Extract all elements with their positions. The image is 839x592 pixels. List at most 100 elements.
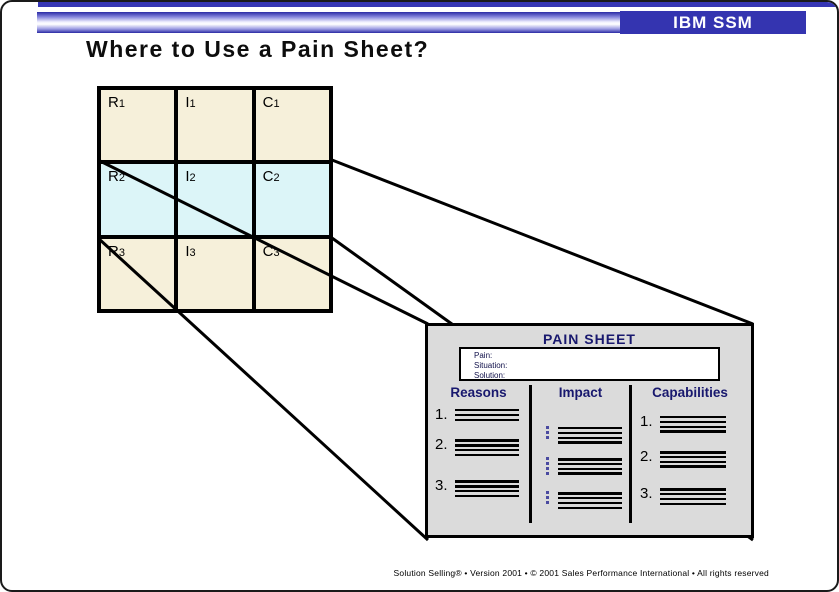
placeholder-line [660, 425, 726, 428]
placeholder-line [660, 455, 726, 459]
cell-subscript: 3 [189, 246, 196, 259]
cell-subscript: 1 [189, 98, 196, 110]
footer-copyright: Solution Selling® • Version 2001 • © 200… [393, 568, 769, 578]
placeholder-line [558, 497, 622, 500]
cell-letter: I [185, 94, 190, 111]
placeholder-line [455, 418, 519, 421]
item-number: 1. [640, 413, 653, 430]
placeholder-lines [455, 480, 519, 499]
dotted-ellipsis [546, 426, 549, 446]
pain-sheet-field-pain: Pain: [474, 351, 493, 360]
top-rule-bar [38, 2, 836, 7]
placeholder-line [455, 413, 519, 417]
column-header-capabilities: Capabilities [652, 385, 728, 400]
matrix-cell-i1: I1 [178, 90, 252, 161]
dotted-ellipsis [546, 457, 549, 477]
placeholder-line [660, 460, 726, 464]
placeholder-item [546, 425, 629, 446]
item-number: 1. [435, 406, 448, 423]
matrix-cell-r1: R1 [101, 90, 175, 161]
cell-subscript: 1 [273, 98, 280, 110]
matrix-cell-i2: I2 [178, 164, 252, 235]
placeholder-item: 2. [435, 437, 529, 458]
cell-subscript: 3 [118, 246, 125, 259]
placeholder-lines [558, 492, 622, 511]
cell-letter: R [108, 94, 119, 111]
header-gradient-band [37, 12, 620, 33]
cell-subscript: 2 [189, 172, 196, 185]
pain-sheet-column-capabilities: Capabilities 1. 2. 3. [632, 385, 748, 523]
item-number: 2. [640, 448, 653, 466]
pain-sheet-header-box: Pain:Situation:Solution: [459, 347, 720, 381]
matrix-cell-i3: I3 [178, 238, 252, 309]
placeholder-line [660, 451, 726, 454]
pain-sheet: PAIN SHEET Pain:Situation:Solution: Reas… [425, 323, 754, 538]
placeholder-line [558, 501, 622, 505]
dot [546, 491, 549, 495]
placeholder-line [660, 416, 726, 419]
placeholder-line [558, 458, 622, 461]
cell-letter: R [108, 242, 119, 260]
placeholder-line [455, 485, 519, 488]
dotted-ellipsis [546, 491, 549, 511]
matrix-cell-r2: R2 [101, 164, 175, 235]
placeholder-line [455, 453, 519, 457]
cell-subscript: 2 [118, 172, 125, 185]
pain-sheet-field-situation: Situation: [474, 361, 508, 370]
pain-sheet-title: PAIN SHEET [543, 331, 636, 347]
cell-subscript: 2 [273, 172, 280, 185]
placeholder-item: 1. [435, 407, 529, 423]
placeholder-line [455, 409, 519, 412]
placeholder-line [558, 427, 622, 430]
placeholder-lines [660, 416, 726, 435]
placeholder-line [455, 480, 519, 483]
placeholder-lines [558, 427, 622, 446]
placeholder-lines [660, 488, 726, 507]
placeholder-line [455, 490, 519, 493]
placeholder-item: 2. [640, 449, 748, 470]
column-header-impact: Impact [558, 385, 603, 400]
placeholder-line [660, 488, 726, 491]
placeholder-item [546, 490, 629, 511]
dot [546, 496, 549, 500]
cell-letter: C [262, 168, 274, 186]
cell-subscript: 1 [118, 98, 125, 110]
placeholder-line [660, 465, 726, 468]
placeholder-line [558, 472, 622, 475]
placeholder-line [660, 497, 726, 501]
dot [546, 457, 549, 461]
item-number: 3. [640, 485, 653, 503]
placeholder-item: 3. [640, 486, 748, 507]
placeholder-line [558, 431, 622, 435]
placeholder-lines [660, 451, 726, 470]
placeholder-line [455, 494, 519, 498]
dot [546, 501, 549, 505]
cell-letter: C [262, 94, 274, 111]
matrix-cell-r3: R3 [101, 238, 175, 309]
placeholder-lines [455, 409, 519, 423]
placeholder-item: 3. [435, 478, 529, 499]
placeholder-line [558, 506, 622, 509]
placeholder-line [558, 462, 622, 466]
placeholder-line [558, 436, 622, 439]
column-header-reasons: Reasons [450, 385, 507, 400]
cell-subscript: 3 [273, 246, 280, 259]
dot [546, 467, 549, 471]
slide-title: Where to Use a Pain Sheet? [86, 36, 430, 62]
dot [546, 426, 549, 429]
matrix-cell-c3: C3 [255, 238, 329, 309]
placeholder-line [455, 444, 519, 447]
placeholder-lines [455, 439, 519, 458]
connector-line-top-right [331, 158, 754, 326]
cell-letter: C [262, 242, 274, 260]
ibm-ssm-logo: IBM SSM [620, 11, 806, 34]
item-number: 2. [435, 436, 448, 454]
placeholder-line [660, 493, 726, 496]
pain-sheet-column-impact: Impact [532, 385, 632, 523]
placeholder-line [558, 467, 622, 471]
placeholder-line [660, 430, 726, 433]
matrix-cell-c2: C2 [255, 164, 329, 235]
